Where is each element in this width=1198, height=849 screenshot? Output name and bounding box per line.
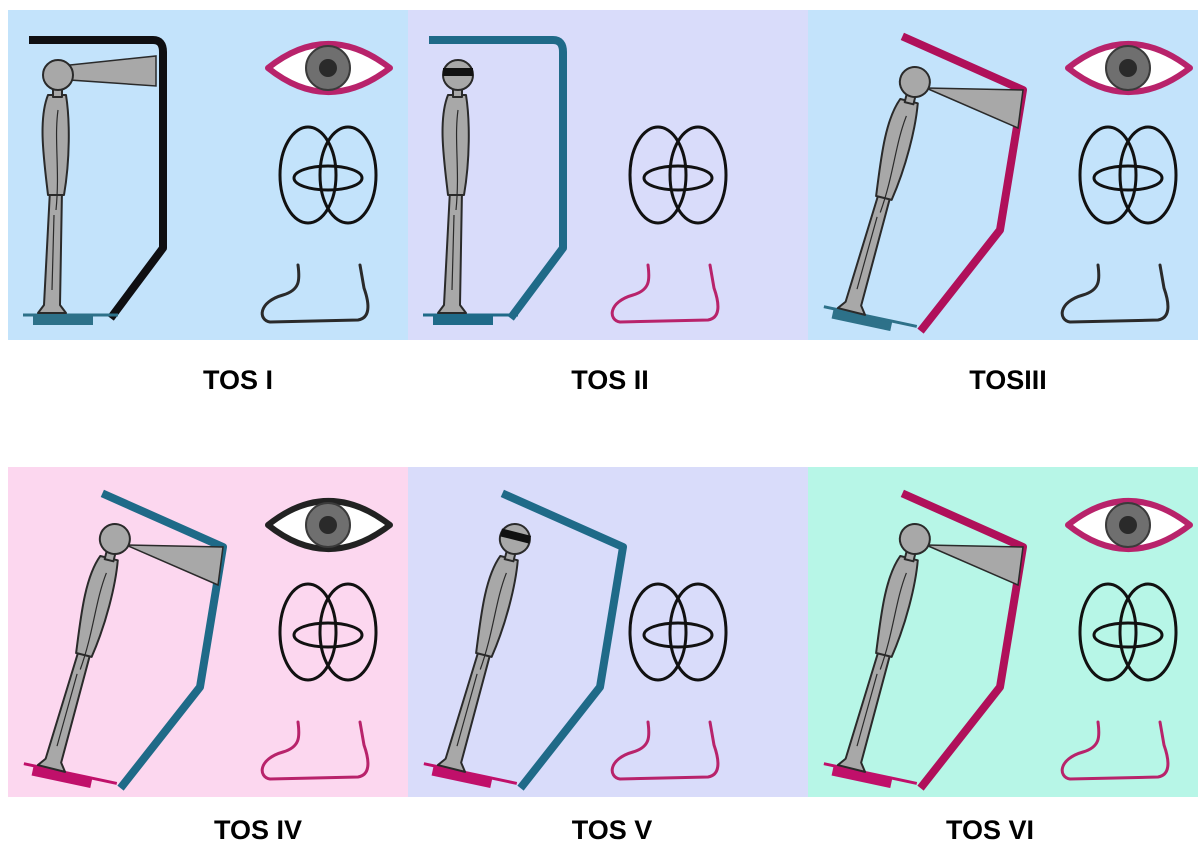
panel-tos-3: [808, 10, 1198, 340]
panel-tos-2: [408, 10, 808, 340]
diagram-illustration: [408, 10, 808, 340]
caption-tos-1: TOS I: [38, 365, 438, 396]
caption-tos-4: TOS IV: [58, 815, 458, 846]
diagram-illustration: [8, 10, 408, 340]
caption-tos-2: TOS II: [410, 365, 810, 396]
panel-tos-6: [808, 467, 1198, 797]
diagram-illustration: [808, 467, 1198, 797]
caption-tos-5: TOS V: [412, 815, 812, 846]
panel-tos-5: [408, 467, 808, 797]
diagram-illustration: [408, 467, 808, 797]
caption-tos-6: TOS VI: [790, 815, 1190, 846]
panel-tos-1: [8, 10, 408, 340]
panel-background: [408, 10, 808, 340]
diagram-illustration: [8, 467, 408, 797]
panel-tos-4: [8, 467, 408, 797]
diagram-illustration: [808, 10, 1198, 340]
caption-tos-3: TOSIII: [808, 365, 1198, 396]
